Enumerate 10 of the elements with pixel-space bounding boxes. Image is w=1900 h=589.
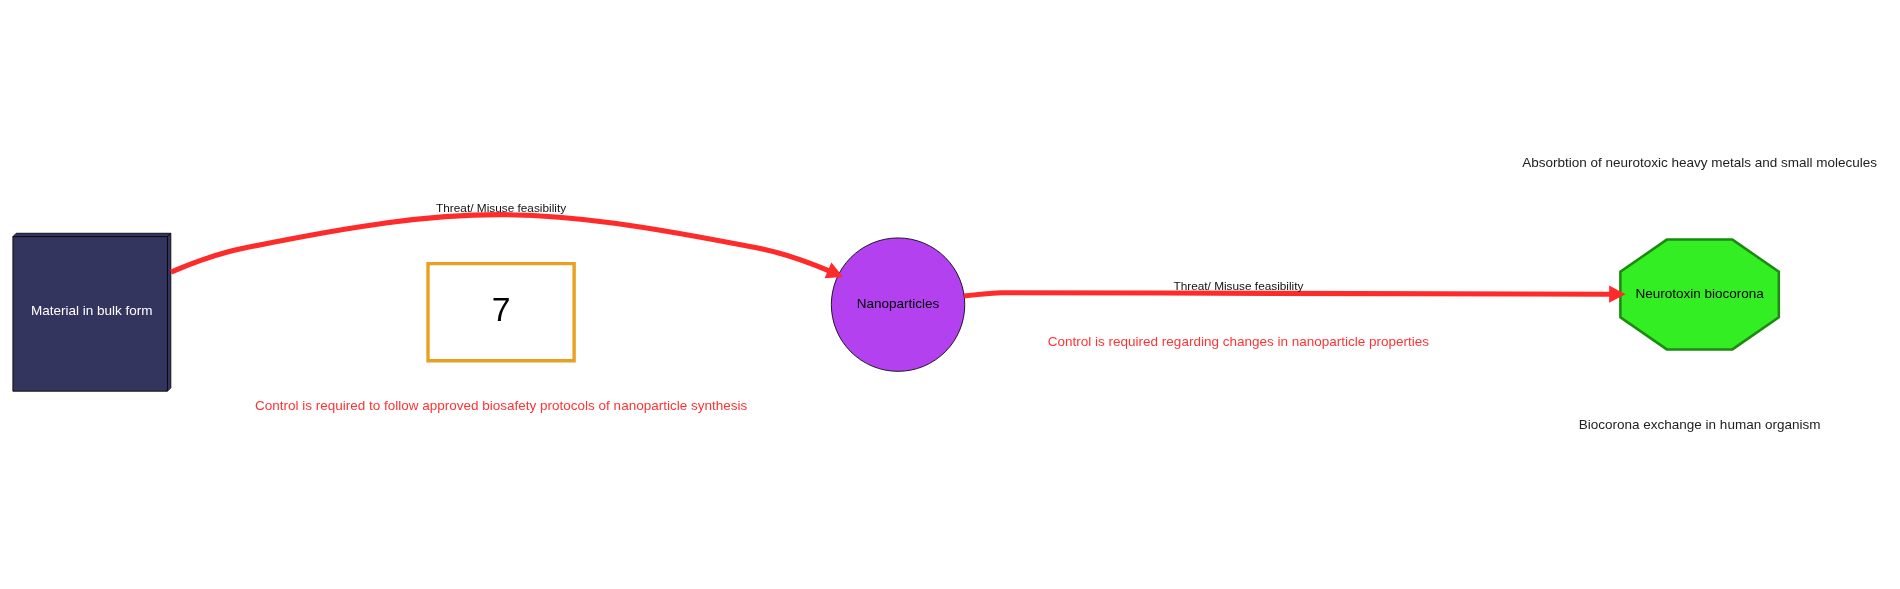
node-circle: Nanoparticles <box>830 237 966 372</box>
arrow <box>170 212 844 279</box>
arrow <box>963 285 1626 303</box>
node-box: 7 <box>426 262 576 363</box>
edge-label: Threat/ Misuse feasibility <box>1173 279 1304 294</box>
label: Biocorona exchange in human organism <box>1578 416 1821 432</box>
edge-label: Threat/ Misuse feasibility <box>436 200 567 215</box>
label: Absorbtion of neurotoxic heavy metals and small molecules <box>1522 154 1878 170</box>
label: Control is required to follow approved biosafety protocols of nanoparticle synthesis <box>254 398 748 414</box>
label: Control is required regarding changes in nanoparticle properties <box>1047 333 1430 349</box>
